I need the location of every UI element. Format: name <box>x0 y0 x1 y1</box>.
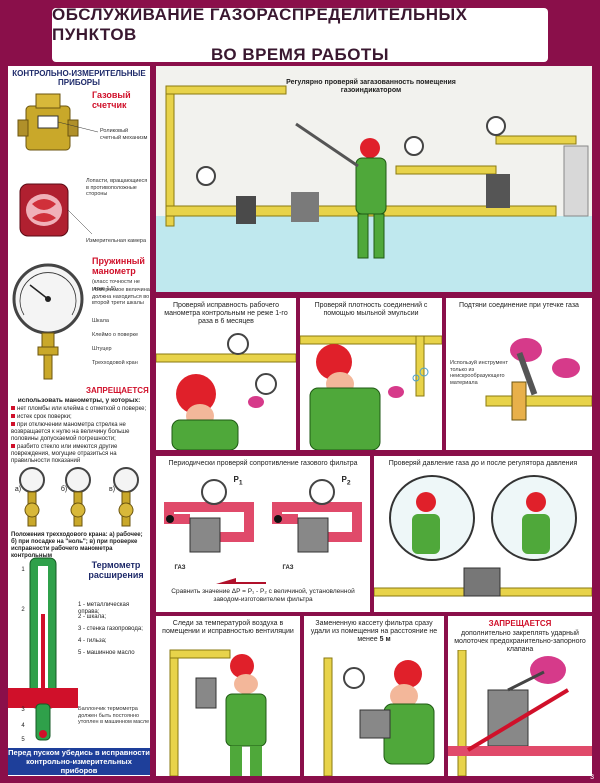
filter-diagram <box>164 479 362 584</box>
ventilation-illustration <box>169 649 267 776</box>
cassette-distance: 5 м <box>379 636 391 643</box>
bullet-icon <box>11 414 15 419</box>
panel-pressure-caption: Проверяй давление газа до и после регуля… <box>388 460 578 467</box>
footer-reminder: Перед пуском убедись в исправности контр… <box>8 748 150 775</box>
forbidden-item-2: истек срок поверки; <box>11 414 149 421</box>
panel-hammer: ЗАПРЕЩАЕТСЯ дополнительно закреплять уда… <box>448 616 592 776</box>
tighten-illustration <box>485 338 592 421</box>
label-n1: 1 <box>21 567 25 573</box>
thermo-part-3: 3 - стенка газопровода; <box>78 626 143 632</box>
soap-test-illustration <box>300 335 442 450</box>
valve-positions-illustration <box>19 467 139 527</box>
chamber-label: Измерительная камера <box>86 238 147 244</box>
valve-label: Трехходовой кран <box>92 360 138 366</box>
p2-sub: 2 <box>346 479 351 487</box>
thermo-part-4: 4 - гильза; <box>78 638 107 644</box>
gas-meter-illustration <box>17 93 99 151</box>
p1-label: P1 <box>228 476 248 488</box>
cassette-illustration <box>323 657 435 776</box>
fitting-label: Штуцер <box>92 346 112 352</box>
bullet-icon <box>11 444 15 449</box>
valve-positions-label: Положения трехходового крана: а) рабочее… <box>11 532 143 559</box>
panel-hammer-caption: дополнительно закреплять ударный молоточ… <box>454 630 586 653</box>
label-n2: 2 <box>21 607 25 613</box>
p2-letter: P <box>341 475 347 484</box>
panel-soap-test: Проверяй плотность соединений с помощью … <box>300 298 442 450</box>
use-manometers-label: использовать манометры, у которых: <box>17 397 141 404</box>
panel-tighten: Подтяни соединение при утечке газа Испол… <box>446 298 592 450</box>
p1-letter: P <box>233 475 239 484</box>
max-scale-label: Измеряемое величина должна находиться во… <box>92 287 150 306</box>
p2-label: P2 <box>336 476 356 488</box>
panel-filter-caption: Периодически проверяй сопротивление газо… <box>168 460 358 467</box>
filter-formula: Сравнить значение ΔP = P₁ - P₂ с величин… <box>171 588 355 603</box>
panel-filter-cassette: Замененную кассету фильтра сразу удали и… <box>304 616 444 776</box>
left-heading: КОНТРОЛЬНО-ИЗМЕРИТЕЛЬНЫЕ ПРИБОРЫ <box>12 69 146 87</box>
panel-ventilation: Следи за температурой воздуха в помещени… <box>156 616 300 776</box>
label-n5: 5 <box>21 737 25 743</box>
position-v: в) <box>108 486 116 493</box>
hammer-illustration <box>448 650 592 776</box>
scale-label: Шкала <box>92 318 109 324</box>
manometer-label: Пружинный манометр <box>92 256 145 276</box>
panel-filter: Периодически проверяй сопротивление газо… <box>156 456 370 612</box>
rotors-label: Лопасти, вращающиеся в противоположные с… <box>86 178 148 197</box>
forbidden-item-1: нет пломбы или клейма с отметкой о повер… <box>11 406 149 413</box>
p1-sub: 1 <box>238 479 243 487</box>
manometer-illustration <box>12 263 84 380</box>
gas-meter-label: Газовый счетчик <box>92 90 131 110</box>
forbidden-label: ЗАПРЕЩАЕТСЯ <box>86 386 149 395</box>
label-n4: 4 <box>21 723 25 729</box>
panel-tighten-caption: Подтяни соединение при утечке газа <box>459 302 579 309</box>
bullet-icon <box>11 406 15 411</box>
title-bar: ОБСЛУЖИВАНИЕ ГАЗОРАСПРЕДЕЛИТЕЛЬНЫХ ПУНКТ… <box>52 5 548 64</box>
main-room-illustration <box>156 66 592 292</box>
label-n3: 3 <box>21 707 25 713</box>
left-column: КОНТРОЛЬНО-ИЗМЕРИТЕЛЬНЫЕ ПРИБОРЫ Газовый… <box>8 66 150 776</box>
counter-mech-label: Роликовый счетный механизм <box>100 128 148 141</box>
panel-check-manometer-caption: Проверяй исправность рабочего манометра … <box>164 302 288 325</box>
footer-line2: контрольно-измерительных приборов <box>26 757 132 775</box>
thermo-part-5: 5 - машинное масло <box>78 650 135 656</box>
check-manometer-illustration <box>156 333 296 450</box>
seal-label: Клеймо о поверке <box>92 332 139 338</box>
gas-label-1: ГАЗ <box>174 565 186 571</box>
panel-main: Регулярно проверяй загазованность помеще… <box>156 66 592 292</box>
page-number: 3 <box>590 774 594 781</box>
thermo-part-2: 2 - шкала; <box>78 614 107 620</box>
forbidden-item-4: разбито стекло или имеются другие повреж… <box>11 444 118 464</box>
cassette-text: Замененную кассету фильтра сразу удали и… <box>310 620 438 643</box>
panel-ventilation-caption: Следи за температурой воздуха в помещени… <box>162 620 294 635</box>
position-a: а) <box>14 486 22 493</box>
forbidden-item-3: при отключении манометра стрелка не возв… <box>11 422 130 442</box>
thermometer-label: Термометр расширения <box>88 560 144 580</box>
pressure-illustration <box>374 475 592 597</box>
panel-check-manometer: Проверяй исправность рабочего манометра … <box>156 298 296 450</box>
thermometer-illustration <box>8 557 78 741</box>
meter-rotor-illustration <box>19 183 93 237</box>
thermo-part-1: 1 - металлическая оправа; <box>78 602 130 615</box>
position-b: б) <box>60 486 68 493</box>
accuracy-label: (класс точности не ниже 1,5) <box>92 279 140 292</box>
main-caption: Регулярно проверяй загазованность помеще… <box>286 79 456 94</box>
page-title-line1: ОБСЛУЖИВАНИЕ ГАЗОРАСПРЕДЕЛИТЕЛЬНЫХ ПУНКТ… <box>52 5 468 44</box>
bulb-note: Баллончик термометра должен быть постоян… <box>78 706 150 725</box>
page-title-line2: ВО ВРЕМЯ РАБОТЫ <box>211 45 389 64</box>
bullet-icon <box>11 422 15 427</box>
tool-note: Используй инструмент только из неискрооб… <box>450 360 508 386</box>
footer-line1: Перед пуском убедись в исправности <box>8 748 150 757</box>
panel-filter-cassette-caption: Замененную кассету фильтра сразу удали и… <box>306 620 442 644</box>
panel-pressure: Проверяй давление газа до и после регуля… <box>374 456 592 612</box>
panel-hammer-forbidden: ЗАПРЕЩАЕТСЯ <box>488 619 552 628</box>
panel-soap-test-caption: Проверяй плотность соединений с помощью … <box>314 302 428 317</box>
gas-label-2: ГАЗ <box>282 565 294 571</box>
